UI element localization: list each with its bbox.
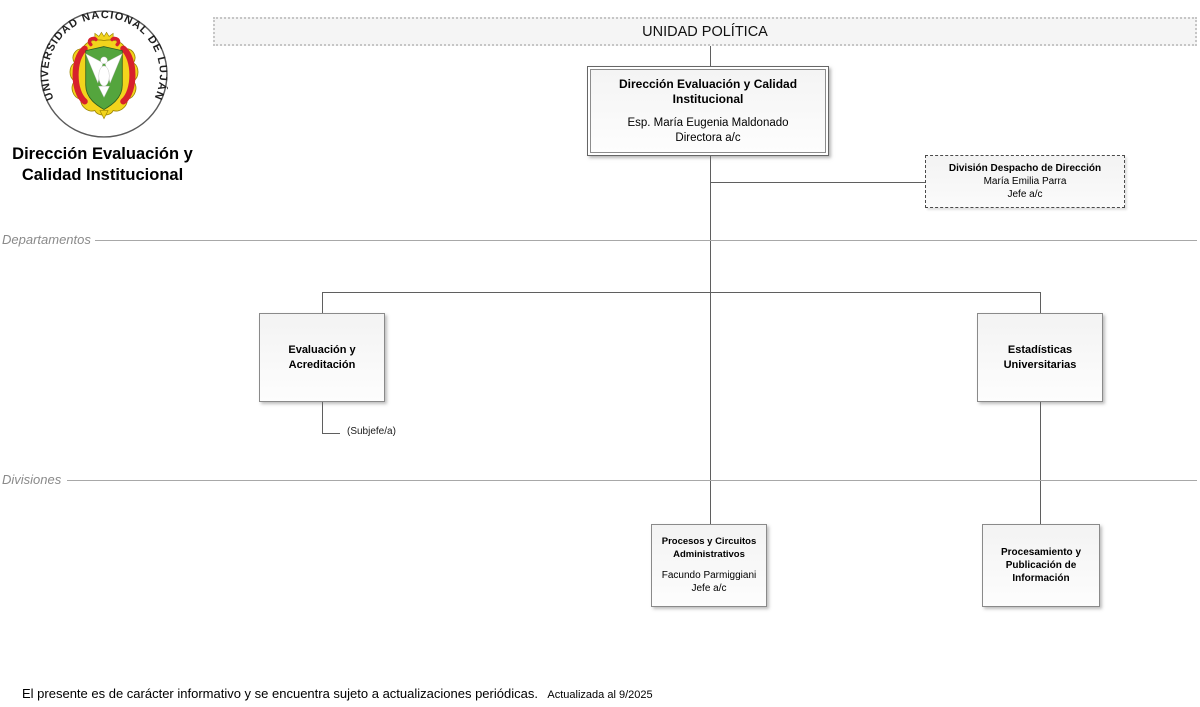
connector-bar-to-director xyxy=(710,46,711,66)
director-box-person: Esp. María Eugenia Maldonado xyxy=(627,116,789,129)
division-procesamiento-title: Procesamiento y Publicación de Informaci… xyxy=(1000,547,1082,584)
connector-stub-estadisticas xyxy=(1040,292,1041,313)
director-box-title: Dirección Evaluación y Calidad Instituci… xyxy=(618,76,798,106)
university-seal-icon: UNIVERSIDAD NACIONAL DE LUJÁN xyxy=(39,9,168,138)
page-title-line1: Dirección Evaluación y xyxy=(12,145,193,163)
connector-to-despacho xyxy=(710,182,925,183)
director-box-role: Directora a/c xyxy=(675,131,741,144)
division-box-procesos: Procesos y Circuitos Administrativos Fac… xyxy=(651,524,767,607)
page-title-line2: Calidad Institucional xyxy=(21,165,184,184)
division-procesos-role: Jefe a/c xyxy=(691,583,727,594)
unidad-politica-bar: UNIDAD POLÍTICA xyxy=(213,17,1197,46)
footer-disclaimer: El presente es de carácter informativo y… xyxy=(22,686,538,701)
director-box: Dirección Evaluación y Calidad Instituci… xyxy=(587,66,829,156)
department-box-estadisticas: Estadísticas Universitarias xyxy=(977,313,1103,402)
unidad-politica-label: UNIDAD POLÍTICA xyxy=(642,23,768,40)
university-logo: UNIVERSIDAD NACIONAL DE LUJÁN xyxy=(38,8,170,140)
subjefe-note: (Subjefe/a) xyxy=(347,426,396,437)
connector-subjefe-vertical xyxy=(322,402,323,433)
despacho-box-title: División Despacho de Dirección xyxy=(948,163,1102,174)
despacho-box-person: María Emilia Parra xyxy=(983,176,1067,187)
department-evaluacion-title: Evaluación y Acreditación xyxy=(288,344,356,371)
division-box-procesamiento: Procesamiento y Publicación de Informaci… xyxy=(982,524,1100,607)
page-title: Dirección Evaluación y Calidad Instituci… xyxy=(0,144,205,185)
division-procesos-person: Facundo Parmiggiani xyxy=(661,570,757,581)
despacho-box-role: Jefe a/c xyxy=(1007,189,1043,200)
connector-departments-branch xyxy=(322,292,1041,293)
connector-subjefe-horizontal xyxy=(322,433,340,434)
section-label-divisiones: Divisiones xyxy=(2,472,62,487)
connector-estadisticas-to-procesamiento xyxy=(1040,402,1041,524)
section-label-departamentos: Departamentos xyxy=(2,232,91,247)
crest-icon xyxy=(69,31,139,120)
division-procesos-title: Procesos y Circuitos Administrativos xyxy=(661,536,757,560)
footer-note: El presente es de carácter informativo y… xyxy=(22,685,653,703)
footer-updated: Actualizada al 9/2025 xyxy=(547,689,653,701)
connector-stub-evaluacion xyxy=(322,292,323,313)
connector-director-main-vertical xyxy=(710,156,711,524)
section-line-departamentos xyxy=(95,240,1197,241)
section-line-divisiones xyxy=(67,480,1197,481)
department-box-evaluacion: Evaluación y Acreditación xyxy=(259,313,385,402)
department-estadisticas-title: Estadísticas Universitarias xyxy=(1003,344,1077,371)
despacho-box: División Despacho de Dirección María Emi… xyxy=(925,155,1125,208)
